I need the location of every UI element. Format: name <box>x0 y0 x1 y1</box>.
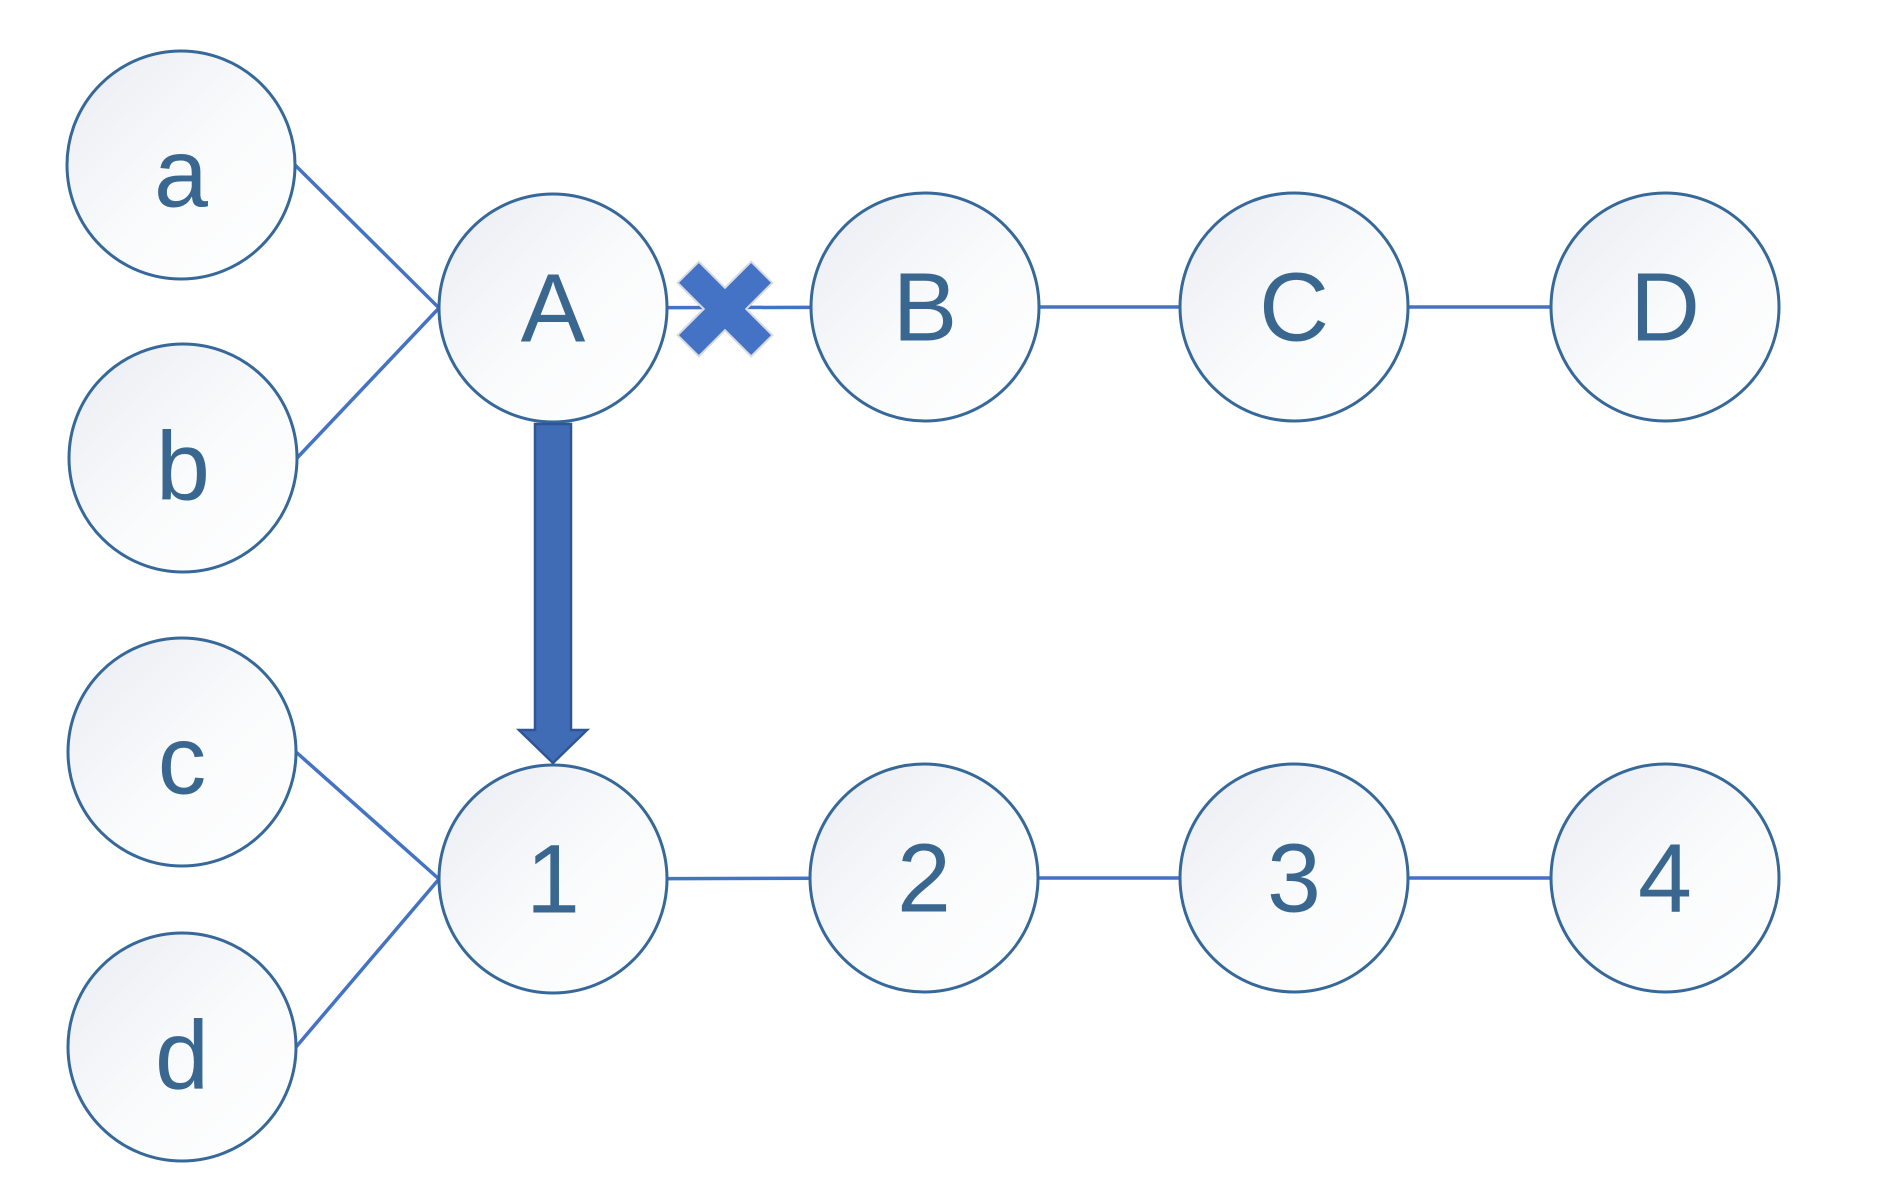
node-C: C <box>1178 191 1410 423</box>
node-A-circle <box>437 192 669 424</box>
node-3: 3 <box>1178 762 1410 994</box>
node-4-label: 4 <box>1638 824 1692 933</box>
blocked-link-cross-icon <box>676 260 774 358</box>
node-d-label: d <box>155 1001 209 1110</box>
node-1: 1 <box>437 763 669 995</box>
node-2-circle <box>808 762 1040 994</box>
node-C-label: C <box>1259 253 1329 362</box>
node-C-circle <box>1178 191 1410 423</box>
node-a-label: a <box>154 119 208 228</box>
node-4: 4 <box>1549 762 1781 994</box>
node-4-circle <box>1549 762 1781 994</box>
node-d: d <box>66 931 298 1163</box>
nodes-layer: a b c d A B C D 1 2 3 4 <box>65 49 1781 1163</box>
node-2: 2 <box>808 762 1040 994</box>
node-a-circle <box>65 49 297 281</box>
node-c-circle <box>66 636 298 868</box>
down-block-arrow-A-to-1 <box>515 422 591 765</box>
node-B-label: B <box>893 253 958 362</box>
node-b-label: b <box>156 412 210 521</box>
node-b: b <box>67 342 299 574</box>
edge-d-n1 <box>294 877 441 1049</box>
node-c-label: c <box>158 706 207 815</box>
edge-a-A <box>293 163 441 310</box>
edge-c-n1 <box>294 750 441 881</box>
node-c: c <box>66 636 298 868</box>
node-A: A <box>437 192 669 424</box>
node-2-label: 2 <box>897 824 951 933</box>
node-3-label: 3 <box>1267 824 1321 933</box>
node-D-label: D <box>1630 253 1700 362</box>
node-D-circle <box>1549 191 1781 423</box>
node-B-circle <box>809 191 1041 423</box>
node-1-label: 1 <box>526 825 580 934</box>
node-A-label: A <box>521 254 586 363</box>
node-a: a <box>65 49 297 281</box>
node-1-circle <box>437 763 669 995</box>
node-b-circle <box>67 342 299 574</box>
node-B: B <box>809 191 1041 423</box>
node-D: D <box>1549 191 1781 423</box>
edge-b-A <box>295 306 441 460</box>
node-d-circle <box>66 931 298 1163</box>
node-3-circle <box>1178 762 1410 994</box>
markers-layer <box>515 260 774 765</box>
